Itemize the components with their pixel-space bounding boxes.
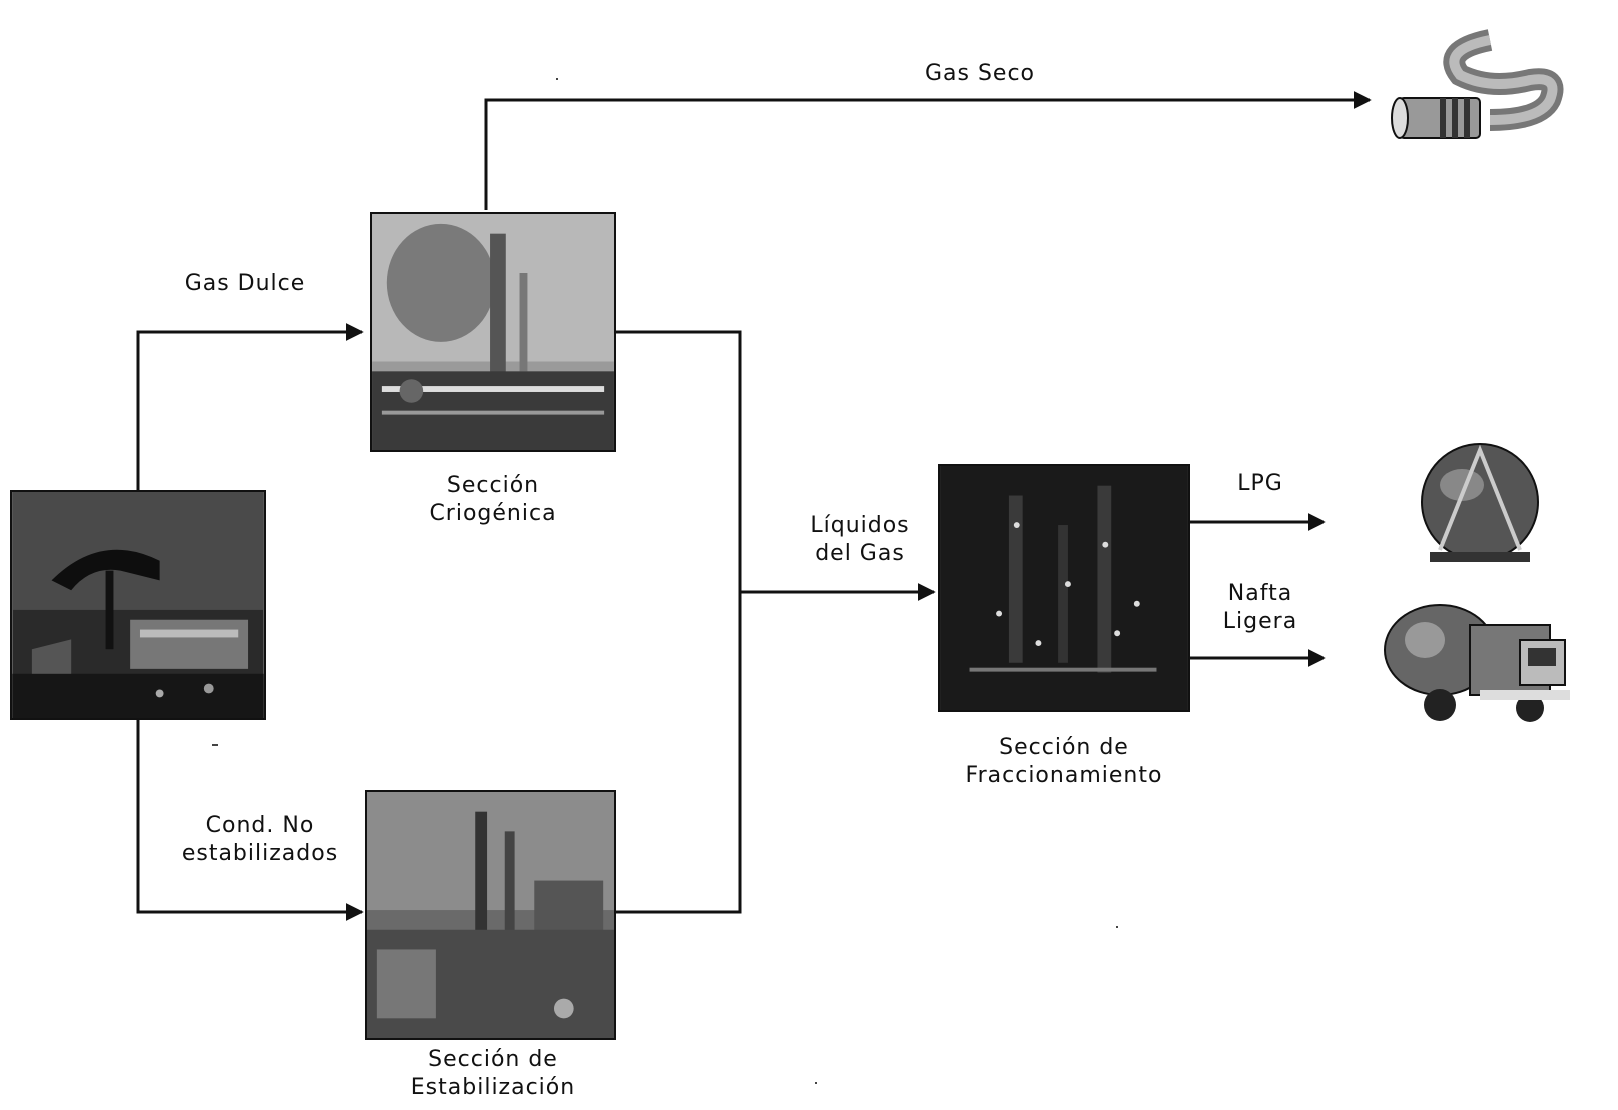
fractionation-label-line1: Sección de	[930, 734, 1198, 762]
fractionation-label: Sección de Fraccionamiento	[930, 734, 1198, 790]
stabilization-out-line	[616, 592, 740, 912]
lpg-label: LPG	[1220, 470, 1300, 498]
fractionation-section-photo	[938, 464, 1190, 712]
scan-speck	[212, 744, 218, 746]
cryogenic-section-photo	[370, 212, 616, 452]
gas-pipeline	[1380, 20, 1580, 140]
cryogenic-out-line	[616, 332, 740, 592]
cryogenic-plant-icon	[372, 214, 614, 450]
stabilization-section-photo	[365, 790, 616, 1040]
cryogenic-label-line2: Criogénica	[380, 500, 606, 528]
nafta-label-line1: Nafta	[1210, 580, 1310, 608]
gas-seco-line	[486, 100, 1370, 210]
gas-seco-label: Gas Seco	[880, 60, 1080, 88]
scan-speck	[815, 1082, 817, 1084]
nafta-label-line2: Ligera	[1210, 608, 1310, 636]
gas-pipeline-icon	[1380, 20, 1580, 140]
cond-label: Cond. No estabilizados	[165, 812, 355, 868]
scan-speck	[556, 78, 558, 80]
fractionation-label-line2: Fraccionamiento	[930, 762, 1198, 790]
scan-speck	[1116, 926, 1118, 928]
nafta-label: Nafta Ligera	[1210, 580, 1310, 636]
gas-dulce-line	[138, 332, 362, 490]
liquidos-label-line1: Líquidos	[780, 512, 940, 540]
oil-field-photo	[10, 490, 266, 720]
stabilization-label-line1: Sección de	[380, 1046, 606, 1074]
stabilization-plant-icon	[367, 792, 614, 1038]
cryogenic-label-line1: Sección	[380, 472, 606, 500]
cryogenic-label: Sección Criogénica	[380, 472, 606, 528]
stabilization-label-line2: Estabilización	[380, 1074, 606, 1102]
lpg-sphere-tank	[1410, 440, 1550, 570]
liquidos-label-line2: del Gas	[780, 540, 940, 568]
cond-label-line2: estabilizados	[165, 840, 355, 868]
gas-dulce-label: Gas Dulce	[145, 270, 345, 298]
tanker-truck	[1380, 590, 1580, 730]
tanker-truck-icon	[1380, 590, 1580, 730]
oil-pump-icon	[12, 492, 264, 718]
liquidos-label: Líquidos del Gas	[780, 512, 940, 568]
cond-label-line1: Cond. No	[165, 812, 355, 840]
stabilization-label: Sección de Estabilización	[380, 1046, 606, 1102]
lpg-sphere-tank-icon	[1410, 440, 1550, 570]
fractionation-plant-icon	[940, 466, 1188, 710]
